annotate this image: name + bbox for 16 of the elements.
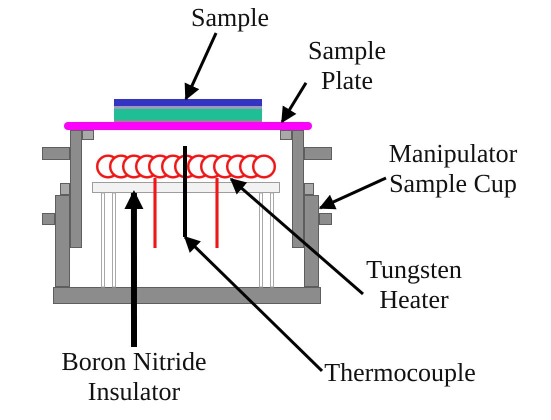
leader-arrow — [184, 32, 218, 100]
part-label: Boron Nitride Insulator — [59, 347, 209, 407]
leader-arrow — [184, 236, 324, 372]
sample-plate — [64, 122, 312, 130]
part-label: Thermocouple — [322, 358, 478, 388]
part-label: Sample — [189, 3, 271, 33]
leader-arrow — [318, 176, 387, 210]
leader-arrow — [230, 178, 364, 296]
part-label: Sample Plate — [306, 36, 388, 96]
leader-arrow — [124, 190, 144, 347]
heater-coil — [96, 154, 276, 179]
thermocouple-wire — [183, 146, 187, 237]
leader-arrow — [280, 82, 308, 124]
part-label: Manipulator Sample Cup — [386, 139, 520, 199]
sample-stack — [114, 99, 262, 123]
part-label: Tungsten Heater — [363, 255, 465, 315]
